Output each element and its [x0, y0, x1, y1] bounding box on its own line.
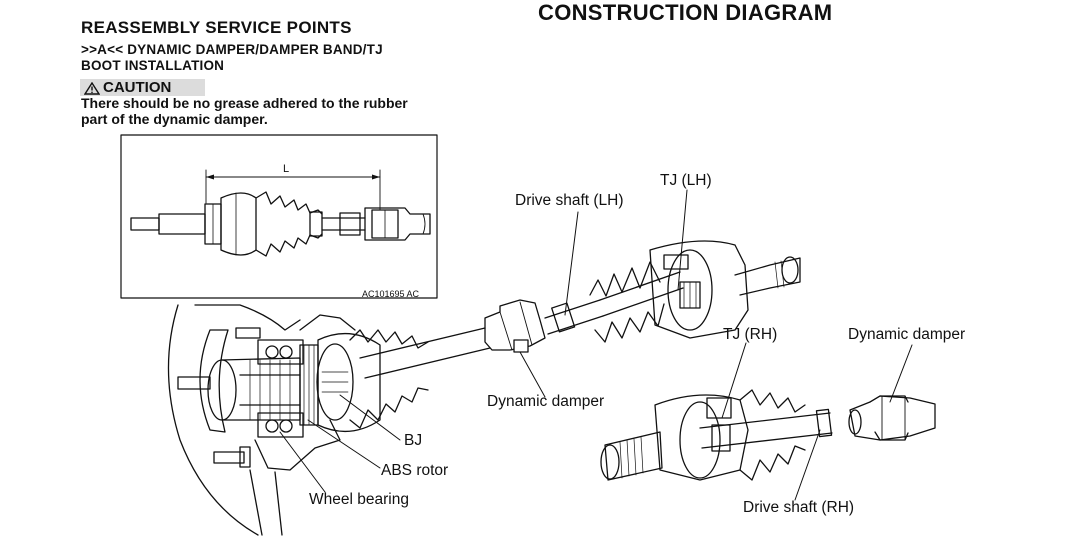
procedure-title-line2: BOOT INSTALLATION — [81, 58, 225, 73]
inset-dimension-label: L — [283, 163, 290, 175]
drive-shaft-rh — [600, 389, 936, 481]
caution-banner — [80, 79, 205, 96]
label-abs-rotor: ABS rotor — [381, 462, 449, 479]
label-drive-shaft-lh: Drive shaft (LH) — [515, 192, 624, 209]
warning-triangle-icon — [84, 82, 100, 95]
label-bj: BJ — [404, 432, 423, 449]
label-tj-rh: TJ (RH) — [723, 326, 778, 343]
caution-label: CAUTION — [103, 79, 172, 96]
section-title: REASSEMBLY SERVICE POINTS — [81, 18, 352, 37]
caution-text-line2: part of the dynamic damper. — [81, 111, 268, 127]
label-dynamic-damper-right: Dynamic damper — [848, 326, 966, 343]
leader-lines — [279, 189, 913, 501]
label-drive-shaft-rh: Drive shaft (RH) — [743, 499, 855, 516]
inset-figure-code: AC101695 AC — [362, 289, 420, 299]
procedure-title-line1: >>A<< DYNAMIC DAMPER/DAMPER BAND/TJ — [81, 42, 383, 57]
label-wheel-bearing: Wheel bearing — [309, 491, 409, 508]
wheel-hub-assembly — [167, 304, 491, 536]
caution-text-line1: There should be no grease adhered to the… — [81, 95, 408, 111]
inset-figure — [120, 134, 438, 299]
label-tj-lh: TJ (LH) — [660, 172, 712, 189]
drive-shaft-lh — [484, 240, 801, 353]
diagram-title: CONSTRUCTION DIAGRAM — [538, 0, 833, 25]
label-dynamic-damper-center: Dynamic damper — [487, 393, 605, 410]
